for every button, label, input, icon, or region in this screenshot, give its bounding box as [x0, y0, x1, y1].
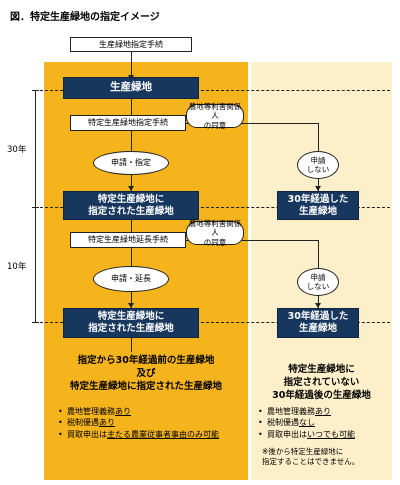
specified-green-box-2: 特定生産緑地に 指定された生産緑地 [63, 308, 199, 338]
period-line-2 [40, 207, 390, 208]
no-apply-ellipse-2: 申請 しない [297, 268, 339, 296]
branch-line-1 [186, 123, 318, 124]
designation-procedure-box: 特定生産緑地指定手続 [70, 115, 186, 131]
left-summary-list: 農地管理義務あり 税制優遇あり 買取申出は主たる農業従事者事由のみ可能 [58, 406, 243, 440]
connector [131, 220, 132, 232]
timeline-tick-end [32, 322, 39, 323]
connector [131, 175, 132, 191]
apply-extend-ellipse: 申請・延長 [93, 266, 169, 292]
timeline-tick-start [32, 90, 39, 91]
production-green-designation-box: 生産緑地指定手続 [70, 37, 192, 52]
no-apply-ellipse-1: 申請 しない [297, 151, 339, 179]
branch-line-2 [186, 240, 318, 241]
after-30-years-box-2: 30年経過した 生産緑地 [277, 308, 359, 338]
consent-callout-1: 農地等利害関係人 の同意 [186, 102, 244, 130]
arrow-icon [315, 186, 321, 191]
timeline-tick-mid [32, 207, 39, 208]
right-summary-note: ※後から特定生産緑地に 指定することはできません。 [262, 447, 360, 467]
page-title: 図．特定生産緑地の指定イメージ [10, 12, 160, 23]
list-item: 税制優遇なし [258, 417, 390, 429]
timeline-label-10: 10年 [7, 260, 27, 272]
right-summary-list: 農地管理義務あり 税制優遇なし 買取申出はいつでも可能 [258, 406, 390, 440]
arrow-icon [315, 303, 321, 308]
extension-procedure-box: 特定生産緑地延長手続 [70, 232, 186, 248]
left-summary-heading: 指定から30年経過前の生産緑地 及び 特定生産緑地に指定された生産緑地 [69, 355, 222, 392]
after-30-years-box-1: 30年経過した 生産緑地 [277, 191, 359, 220]
list-item: 税制優遇あり [58, 417, 243, 429]
production-green-box: 生産緑地 [63, 77, 199, 99]
apply-designate-ellipse: 申請・指定 [93, 151, 169, 175]
connector [131, 99, 132, 115]
period-line-1 [40, 90, 390, 91]
list-item: 買取申出は主たる農業従事者事由のみ可能 [58, 429, 243, 441]
timeline-label-30: 30年 [7, 143, 27, 155]
period-line-3 [40, 322, 390, 323]
connector [131, 338, 132, 352]
connector [131, 51, 132, 79]
connector [131, 131, 132, 151]
consent-callout-2: 農地等利害関係人 の同意 [186, 219, 244, 247]
list-item: 農地管理義務あり [58, 406, 243, 418]
specified-green-box-1: 特定生産緑地に 指定された生産緑地 [63, 191, 199, 220]
connector [131, 248, 132, 266]
arrow-icon [128, 303, 134, 308]
timeline-axis [35, 90, 36, 322]
list-item: 農地管理義務あり [258, 406, 390, 418]
arrow-icon [128, 186, 134, 191]
connector [131, 292, 132, 308]
right-summary-heading: 特定生産緑地に 指定されていない 30年経過後の生産緑地 [272, 364, 371, 401]
list-item: 買取申出はいつでも可能 [258, 429, 390, 441]
